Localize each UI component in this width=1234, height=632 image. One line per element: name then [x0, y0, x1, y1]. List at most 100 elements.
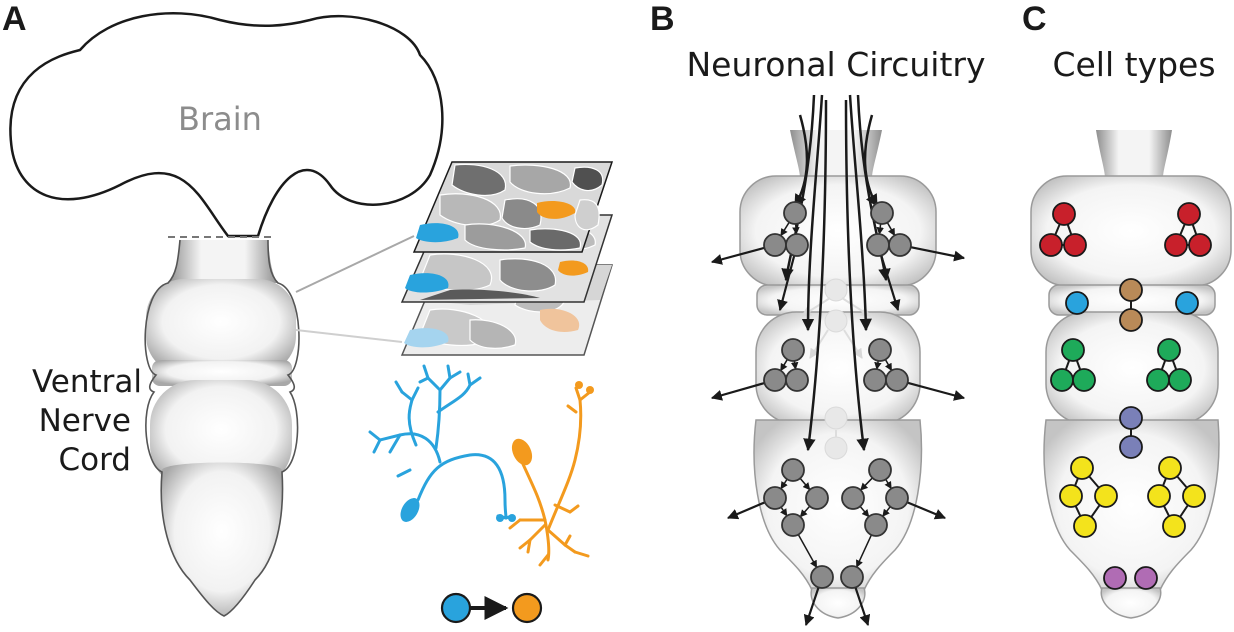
em-slice-stack — [400, 161, 614, 356]
green-type-left-cell — [1072, 368, 1096, 392]
panel-b-neuron-node — [781, 513, 805, 537]
purple-type-cell — [1119, 406, 1143, 430]
panel-b-neuron-node — [864, 513, 888, 537]
brain-outline — [9, 12, 444, 238]
red-type-left-cell — [1063, 233, 1087, 257]
red-type-left-cell — [1039, 233, 1063, 257]
green-type-left-cell — [1050, 368, 1074, 392]
panel-b-edge — [790, 360, 799, 370]
blue-synapse-1 — [496, 514, 504, 522]
panel-b-output-arrow — [710, 381, 765, 401]
green-type-right-cell — [1168, 368, 1192, 392]
panel-b-neuron-node — [888, 233, 912, 257]
panel-b-edge — [792, 223, 800, 235]
panel-c-letter: C — [1022, 0, 1047, 38]
blue-neuron-soma — [400, 498, 420, 522]
vnc-label-line-2: Nerve — [39, 403, 131, 439]
panel-b-edge — [882, 506, 891, 517]
panel-b-edge — [886, 222, 896, 237]
orange-bouton-2 — [586, 386, 594, 394]
vnc-label-line-1: Ventral — [32, 364, 142, 400]
panel-b-neuron-node — [885, 486, 909, 510]
panel-b-output-arrow — [777, 255, 796, 312]
vnc-label-line-3: Cord — [59, 442, 132, 478]
panel-b-neuron-node — [763, 486, 787, 510]
panel-b-output-arrow — [880, 255, 901, 312]
panel-b-edge — [780, 506, 788, 517]
panel-b-output-arrow — [906, 501, 947, 520]
yellow-type-left-cell — [1070, 456, 1094, 480]
panel-b-neuron-node — [781, 458, 805, 482]
panel-b-neuron-node — [781, 338, 805, 362]
panel-b-output-arrow — [854, 587, 871, 627]
panel-b-neuron-node — [868, 458, 892, 482]
connection-legend — [440, 592, 543, 624]
panel-b-edge — [884, 479, 892, 490]
panel-b-edge — [860, 477, 873, 491]
stack-connector-upper — [295, 235, 415, 293]
panel-b-neuron-node — [763, 368, 787, 392]
panel-b-output-arrow — [907, 381, 966, 401]
panel-b-neuron-node — [810, 565, 834, 589]
panel-b-edge — [884, 359, 893, 372]
brain-label: Brain — [178, 100, 262, 138]
orange-neuron — [508, 386, 592, 567]
panel-b-neuron-node — [885, 368, 909, 392]
yellow-type-left-cell — [1073, 514, 1097, 538]
panel-b-neuron-node — [785, 368, 809, 392]
panel-b-neuron-node — [870, 201, 894, 225]
purple-type-cell — [1119, 435, 1143, 459]
tan-type-cell — [1119, 308, 1143, 332]
panel-b-neuron-node — [863, 368, 887, 392]
yellow-type-right-cell — [1158, 456, 1182, 480]
panel-b-edge — [859, 505, 870, 518]
magenta-type-right-cell — [1134, 566, 1158, 590]
panel-b-edge — [780, 478, 788, 490]
blue-synapse-2 — [508, 514, 516, 522]
panel-b-edge — [797, 534, 818, 569]
panel-b-output-arrow — [910, 246, 966, 262]
panel-b-neuron-node — [763, 233, 787, 257]
panel-b-edge — [780, 359, 788, 372]
blue-type-right-cell — [1175, 291, 1199, 315]
panel-b-neurons — [710, 201, 966, 627]
red-type-right-cell — [1188, 233, 1212, 257]
panel-b-edge — [799, 477, 811, 491]
yellow-type-left-cell — [1094, 484, 1118, 508]
green-type-left-cell — [1061, 338, 1085, 362]
stack-connector-lower — [295, 329, 403, 343]
ventral-nerve-cord — [144, 239, 300, 617]
blue-type-left-cell — [1065, 291, 1089, 315]
orange-neuron-soma — [511, 438, 533, 466]
panel-c-cell-types — [1039, 202, 1212, 590]
panel-b-neuron-node — [785, 233, 809, 257]
blue-neuron — [368, 364, 514, 520]
panel-c-title: Cell types — [1052, 45, 1215, 84]
panel-b-edge — [876, 223, 884, 235]
panel-b-output-arrow — [710, 246, 765, 265]
panel-a-letter: A — [2, 0, 27, 38]
panel-b-neuron-node — [840, 565, 864, 589]
orange-bouton-1 — [575, 381, 583, 389]
panel-b-neuron-node — [805, 486, 829, 510]
panel-b-neuron-node — [868, 338, 892, 362]
yellow-type-right-cell — [1182, 484, 1206, 508]
red-type-right-cell — [1164, 233, 1188, 257]
panel-b-edge — [780, 221, 790, 237]
panel-b-faint-nodes — [801, 278, 871, 460]
panel-b-edge — [855, 534, 873, 568]
yellow-type-right-cell — [1147, 484, 1171, 508]
panel-b-edge — [799, 505, 811, 518]
panel-b-output-arrow — [803, 587, 820, 627]
panel-b-neuron-node — [783, 201, 807, 225]
green-type-right-cell — [1157, 338, 1181, 362]
panel-b-edge — [874, 360, 882, 370]
yellow-type-right-cell — [1162, 514, 1186, 538]
yellow-type-left-cell — [1059, 484, 1083, 508]
green-type-right-cell — [1146, 368, 1170, 392]
magenta-type-left-cell — [1103, 566, 1127, 590]
em-slice-top — [412, 161, 614, 253]
red-type-right-cell — [1177, 202, 1201, 226]
